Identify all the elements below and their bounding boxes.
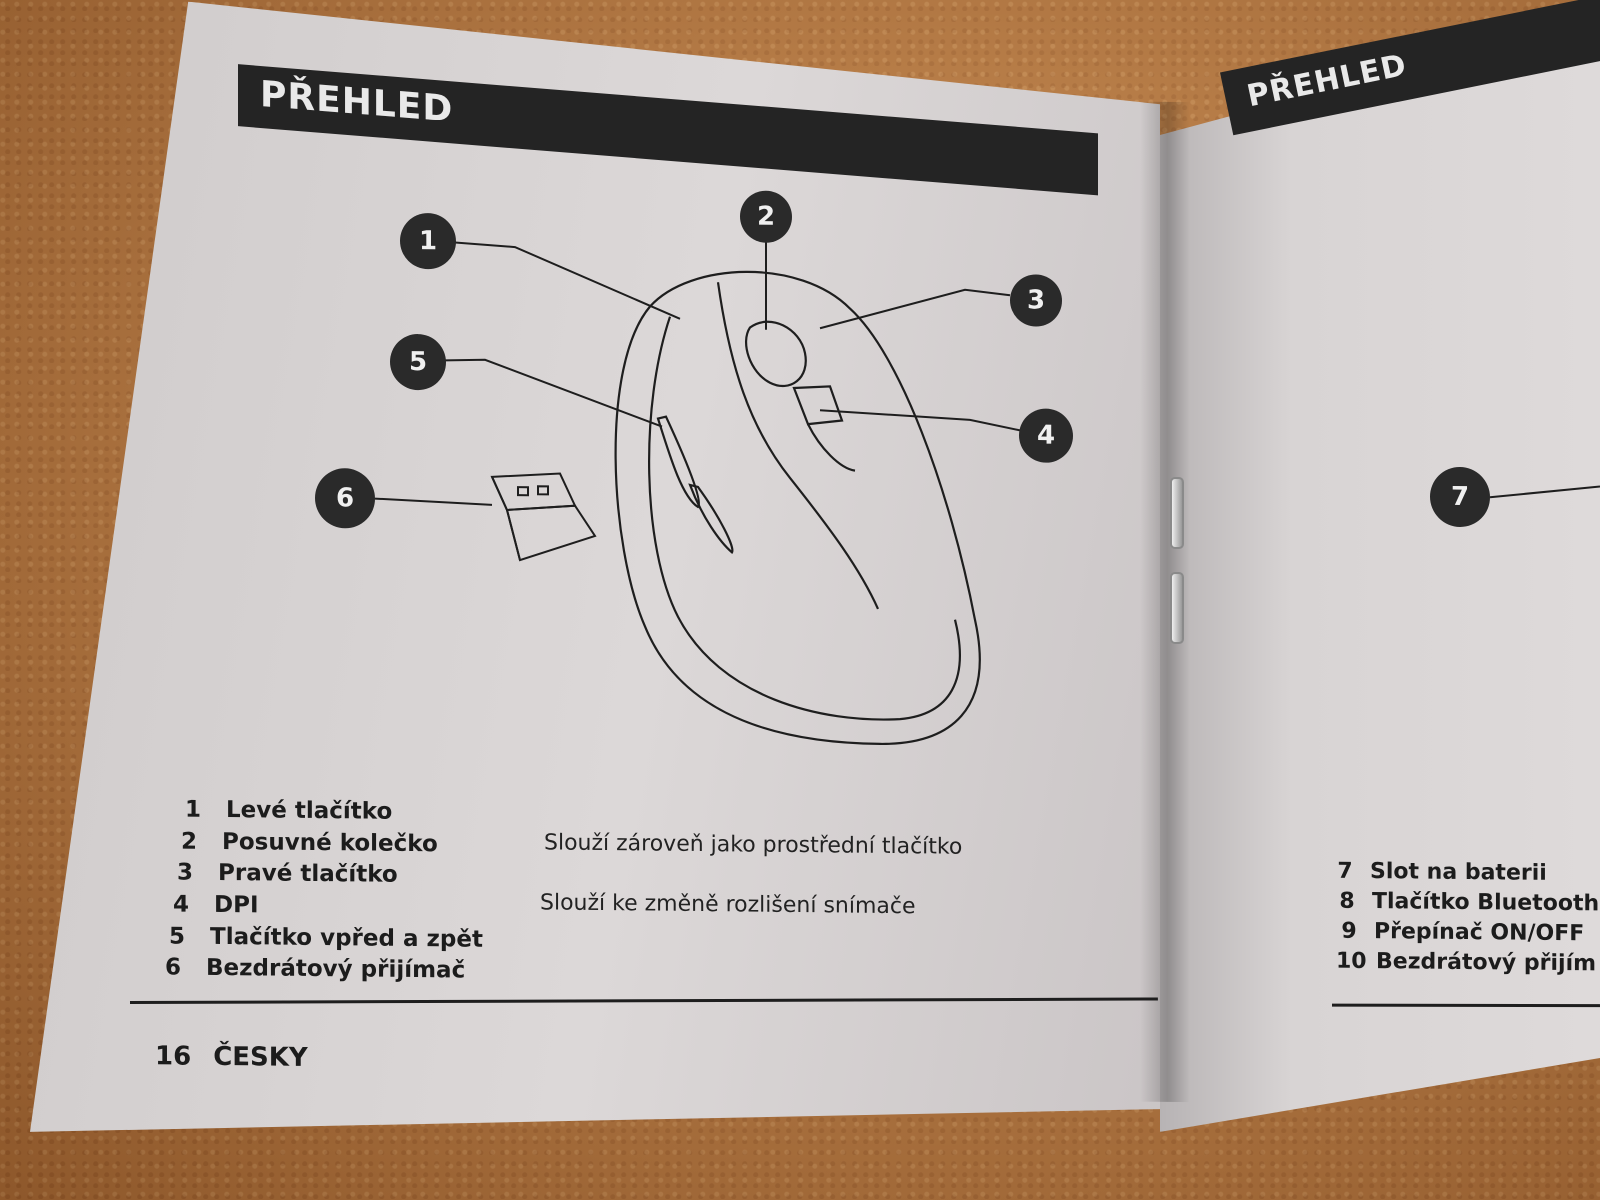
callout-3: 3 (1010, 274, 1062, 327)
callout-circle (1010, 274, 1062, 327)
legend-note: Slouží zároveň jako prostřední tlačítko (544, 830, 963, 860)
callout-4: 4 (1019, 408, 1073, 463)
legend-label: Posuvné kolečko (222, 829, 438, 858)
mouse-illustration (614, 270, 981, 746)
callout-circle (315, 468, 375, 529)
callout-circle (740, 190, 792, 243)
callout-number: 5 (409, 347, 427, 377)
legend-item: 9 Přepínač ON/OFF (1334, 919, 1584, 947)
callout-number: 6 (336, 483, 354, 513)
legend-number: 5 (168, 923, 185, 950)
manual-booklet: PŘEHLED PŘEHLED (30, 0, 1600, 1176)
legend-label: Přepínač ON/OFF (1374, 919, 1585, 947)
leader-line-1 (454, 241, 681, 320)
page-number: 16 (155, 1041, 192, 1072)
callout-number: 3 (1027, 285, 1045, 315)
right-parts-legend: 7 Slot na baterii 8 Tlačítko Bluetooth 9 Př… (1330, 859, 1600, 1002)
legend-item: 10 Bezdrátový přijím (1336, 949, 1596, 977)
callout-1: 1 (400, 213, 456, 270)
legend-item: 3 Pravé tlačítko (162, 859, 398, 888)
legend-number: 7 (1337, 858, 1353, 884)
legend-label: Levé tlačítko (226, 797, 393, 825)
page-footer: 16 ČESKY (155, 1041, 308, 1073)
leader-line-4 (819, 409, 1021, 432)
legend-note: Slouží ke změně rozlišení snímače (540, 890, 916, 920)
right-footer-rule (1331, 1003, 1600, 1008)
callout-number: 2 (757, 202, 775, 232)
callout-circle (390, 334, 446, 391)
leader-line-5 (444, 358, 663, 428)
dpi-channel (807, 423, 856, 472)
legend-item: 2 Posuvné kolečko (166, 828, 438, 858)
usb-contact-left (517, 486, 529, 497)
legend-label: DPI (214, 891, 259, 919)
legend-number: 2 (180, 828, 197, 855)
side-button-forward (656, 415, 700, 509)
legend-label: Bezdrátový přijímač (206, 954, 466, 984)
mouse-inner-outline (648, 316, 961, 721)
callout-circle (1019, 408, 1073, 463)
usb-contact-right (537, 485, 549, 496)
legend-label: Slot na baterii (1370, 859, 1547, 886)
mouse-outline (614, 270, 981, 746)
callout-leader-lines (374, 239, 1600, 506)
legend-label: Tlačítko Bluetooth (1372, 889, 1600, 917)
legend-number: 9 (1341, 918, 1357, 944)
legend-number: 4 (172, 891, 189, 918)
usb-receiver-edge (491, 476, 521, 561)
legend-number: 8 (1339, 888, 1355, 914)
scroll-wheel (745, 320, 807, 388)
dpi-button (792, 385, 844, 426)
legend-item: 4 DPI (158, 891, 259, 918)
usb-receiver-illustration (490, 472, 597, 562)
callout-number: 1 (419, 226, 437, 256)
footer-language: ČESKY (213, 1041, 308, 1073)
legend-number: 6 (164, 954, 181, 981)
legend-item: 1 Levé tlačítko (170, 796, 393, 825)
mouse-center-seam (716, 282, 880, 610)
mouse-diagram: 1 2 3 4 5 6 7 (315, 190, 1600, 746)
leader-line-7 (1489, 485, 1600, 499)
callout-circle (1430, 466, 1490, 527)
usb-receiver-body (505, 504, 597, 562)
callout-number: 4 (1037, 421, 1055, 451)
legend-number: 1 (184, 796, 201, 823)
legend-label: Pravé tlačítko (218, 859, 398, 888)
legend-number: 3 (176, 859, 193, 886)
callout-2: 2 (740, 190, 792, 243)
leader-line-3 (819, 288, 1011, 330)
legend-item: 7 Slot na baterii (1330, 858, 1547, 886)
side-button-back (688, 483, 734, 555)
legend-label: Tlačítko vpřed a zpět (210, 923, 483, 953)
legend-item: 6 Bezdrátový přijímač (150, 954, 465, 983)
legend-item: 8 Tlačítko Bluetooth (1332, 889, 1599, 917)
legend-label: Bezdrátový přijím (1376, 949, 1597, 977)
legend-number: 10 (1336, 948, 1367, 974)
callout-circle (400, 213, 456, 270)
callout-number: 7 (1451, 482, 1469, 512)
legend-item: 5 Tlačítko vpřed a zpět (154, 923, 483, 952)
callout-6: 6 (315, 468, 375, 529)
leader-line-6 (374, 497, 493, 506)
callout-5: 5 (390, 334, 446, 391)
callout-7: 7 (1430, 466, 1490, 527)
